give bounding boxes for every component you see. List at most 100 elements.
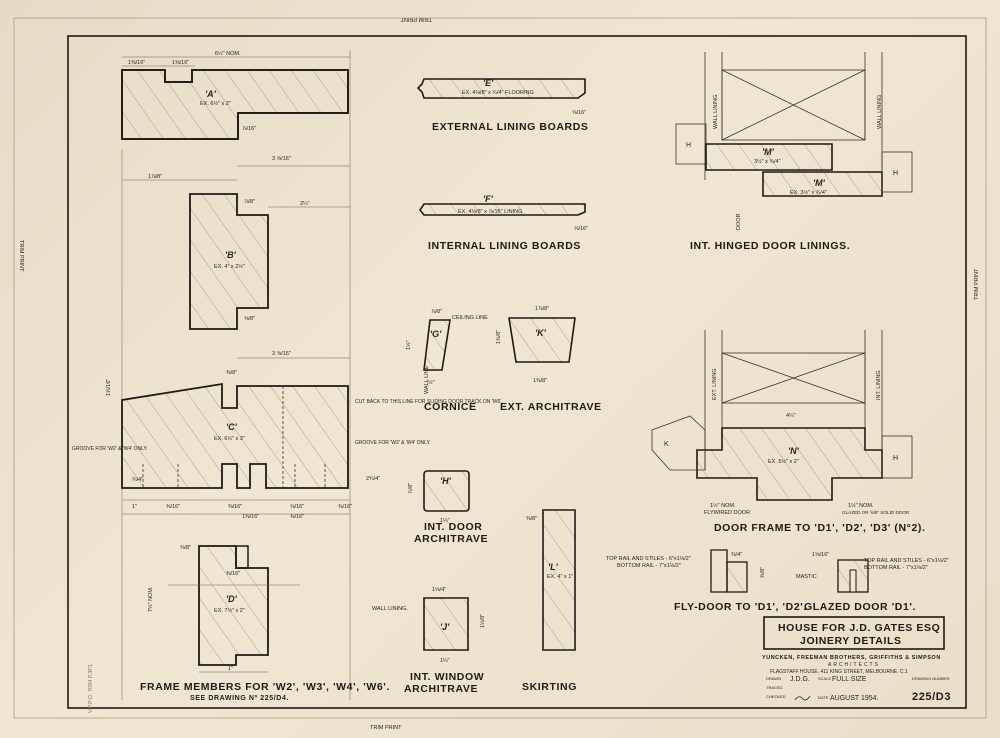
- detail-a: 6½" NOM. 1⅜/16" 1⅜/16" 'A' EX. 6½" x 2" …: [121, 50, 351, 700]
- title-int-window-2: ARCHITRAVE: [404, 683, 478, 695]
- svg-text:1⅞/8": 1⅞/8": [535, 306, 549, 312]
- svg-text:7½" NOM.: 7½" NOM.: [147, 586, 154, 612]
- detail-m-label: 'M': [762, 147, 775, 157]
- svg-text:⅝/16": ⅝/16": [290, 504, 304, 510]
- svg-text:DRAWN: DRAWN: [766, 676, 781, 681]
- svg-text:1⅜/8": 1⅜/8": [496, 330, 502, 344]
- detail-k: 1⅞/8" 'K' 1⅜/8" 1⅜/8" EXT. ARCHITRAVE: [496, 306, 601, 413]
- svg-text:⅞/16": ⅞/16": [242, 126, 256, 132]
- title-cornice: CORNICE: [424, 401, 477, 413]
- detail-d-label: 'D': [226, 594, 238, 604]
- svg-text:EX. 6½" x 2": EX. 6½" x 2": [200, 100, 231, 107]
- svg-text:1": 1": [132, 504, 137, 510]
- svg-text:BOTTOM RAIL - 7"x1⅛/2": BOTTOM RAIL - 7"x1⅛/2": [617, 563, 681, 569]
- svg-text:BOTTOM RAIL - 7"x1⅛/2": BOTTOM RAIL - 7"x1⅛/2": [864, 565, 928, 571]
- svg-text:1½" NOM.: 1½" NOM.: [710, 502, 736, 509]
- svg-text:1⅜/8": 1⅜/8": [533, 378, 547, 384]
- svg-text:TRACED: TRACED: [766, 685, 783, 690]
- svg-text:3 ⅝/16": 3 ⅝/16": [272, 351, 291, 357]
- detail-b: 3 ⅝/16" 1⅞/8" ⅞/8" 2¼" 'B' EX. 4" x 2½" …: [122, 156, 350, 330]
- detail-k-label: 'K': [535, 328, 547, 338]
- svg-text:FLYWIRED DOOR: FLYWIRED DOOR: [704, 510, 750, 516]
- title-int-door-arch-2: ARCHITRAVE: [414, 533, 488, 545]
- svg-text:1⅜/16": 1⅜/16": [106, 379, 112, 396]
- svg-text:¾/4": ¾/4": [132, 477, 143, 483]
- title-frame-members: FRAME MEMBERS FOR 'W2', 'W3', 'W4', 'W6'…: [140, 681, 390, 693]
- trim-print-right: TRIM PRINT: [974, 268, 980, 300]
- trim-print-left: TRIM PRINT: [18, 240, 24, 272]
- detail-fly-door: TOP RAIL AND STILES - 6"x1⅛/2" BOTTOM RA…: [606, 549, 807, 613]
- project-title: HOUSE FOR J.D. GATES ESQ: [778, 622, 940, 634]
- svg-text:6½" NOM.: 6½" NOM.: [215, 50, 241, 57]
- svg-text:⅜/16": ⅜/16": [226, 571, 240, 577]
- svg-text:WALL LINING: WALL LINING: [713, 95, 719, 129]
- drawing-number: 225/D3: [912, 691, 951, 703]
- detail-g-label: 'G': [430, 329, 442, 339]
- svg-text:1½" NOM.: 1½" NOM.: [848, 502, 874, 509]
- title-int-door-arch-1: INT. DOOR: [424, 521, 483, 533]
- detail-c-label: 'C': [226, 422, 238, 432]
- detail-g: ⅞/8" CEILING LINE 'G' 1½" ½" WALL LINE C…: [405, 309, 488, 413]
- svg-text:K: K: [664, 441, 669, 448]
- svg-text:⅜/4": ⅜/4": [731, 552, 742, 558]
- see-drawing-note: SEE DRAWING Nº 225/D4.: [190, 695, 289, 702]
- title-skirting: SKIRTING: [522, 681, 577, 693]
- svg-text:1½": 1½": [405, 340, 412, 350]
- trim-print-top: TRIM PRINT: [400, 16, 432, 22]
- title-fly-door: FLY-DOOR TO 'D1', 'D2'.: [674, 601, 807, 613]
- svg-text:EX. 3½" x ¾/4": EX. 3½" x ¾/4": [790, 189, 827, 196]
- svg-text:EX. 7½" x 2": EX. 7½" x 2": [214, 607, 245, 614]
- checked-signature: [794, 695, 811, 701]
- svg-text:EX. 4⅛/8" x ⅞/16" LINING: EX. 4⅛/8" x ⅞/16" LINING: [458, 209, 522, 215]
- svg-text:1": 1": [228, 666, 233, 672]
- svg-text:J.D.G.: J.D.G.: [790, 676, 810, 683]
- svg-text:⅞/8": ⅞/8": [244, 199, 255, 205]
- svg-text:FLAGSTAFF HOUSE, 411 KING STRE: FLAGSTAFF HOUSE, 411 KING STREET, MELBOU…: [770, 669, 908, 675]
- svg-text:FULL SIZE: FULL SIZE: [832, 676, 867, 683]
- detail-j: 1⅛/4" WALL LINING. 'J' 1⅛/8" 1¼" INT. WI…: [372, 587, 486, 695]
- detail-a-label: 'A': [205, 89, 217, 99]
- subject-title: JOINERY DETAILS: [800, 635, 902, 647]
- detail-m-label-2: 'M': [813, 178, 826, 188]
- svg-text:EX. 4⅛/8" x ¾/4" FLOORING: EX. 4⅛/8" x ¾/4" FLOORING: [462, 90, 534, 96]
- detail-f-label: 'F': [483, 194, 494, 204]
- detail-d: ⅜/8" 7½" NOM. ⅜/16" 'D' EX. 7½" x 2" 1": [147, 545, 300, 673]
- svg-text:4¼": 4¼": [786, 413, 796, 419]
- svg-text:⅞/8": ⅞/8": [431, 309, 442, 315]
- side-note: V.P.P.O. 7094 P.3P1: [88, 664, 94, 713]
- detail-e-label: 'E': [483, 78, 494, 88]
- detail-glazed-door: 1⅝/16" TOP RAIL AND STILES - 6"x1⅛/2" BO…: [796, 552, 949, 613]
- title-glazed-door: GLAZED DOOR 'D1'.: [804, 601, 916, 613]
- svg-text:⅜/16": ⅜/16": [338, 504, 352, 510]
- title-internal-lining: INTERNAL LINING BOARDS: [428, 240, 581, 252]
- detail-n-label: 'N': [788, 446, 800, 456]
- svg-text:1⅝/16": 1⅝/16": [812, 552, 829, 558]
- svg-text:⅜/8": ⅜/8": [760, 567, 766, 578]
- detail-h: 'H' ⅞/8" 1¼" INT. DOOR ARCHITRAVE: [408, 470, 488, 545]
- svg-text:2¾/4": 2¾/4": [366, 476, 380, 482]
- svg-text:1⅛/8": 1⅛/8": [480, 614, 486, 628]
- svg-text:⅝/16": ⅝/16": [574, 226, 588, 232]
- svg-text:INT. LINING: INT. LINING: [876, 370, 882, 400]
- svg-text:3½" x ¾/4": 3½" x ¾/4": [754, 158, 781, 165]
- title-external-lining: EXTERNAL LINING BOARDS: [432, 121, 589, 133]
- svg-text:WALL LINING.: WALL LINING.: [372, 606, 408, 612]
- svg-text:MASTIC: MASTIC: [796, 574, 817, 580]
- svg-text:DRAWING NUMBER: DRAWING NUMBER: [912, 676, 950, 681]
- svg-text:1⅞/8": 1⅞/8": [148, 174, 162, 180]
- outer-border: [13, 17, 987, 719]
- drawing-date: AUGUST 1954.: [830, 695, 879, 702]
- svg-text:⅝/8": ⅝/8": [244, 316, 255, 322]
- svg-text:CEILING LINE: CEILING LINE: [452, 315, 488, 321]
- svg-text:2¼": 2¼": [300, 201, 310, 207]
- trim-print-bottom: TRIM PRINT: [370, 725, 402, 731]
- svg-text:CHECKED: CHECKED: [766, 694, 786, 699]
- svg-text:H: H: [686, 142, 691, 149]
- svg-text:TOP RAIL AND STILES - 6"x1⅛/2": TOP RAIL AND STILES - 6"x1⅛/2": [606, 556, 691, 562]
- inner-border: [67, 35, 967, 709]
- svg-text:GLAZED OR ⅝/8" SOLID DOOR: GLAZED OR ⅝/8" SOLID DOOR: [842, 510, 910, 515]
- svg-text:WALL LINE: WALL LINE: [424, 365, 430, 394]
- svg-text:⅞/8": ⅞/8": [408, 483, 414, 494]
